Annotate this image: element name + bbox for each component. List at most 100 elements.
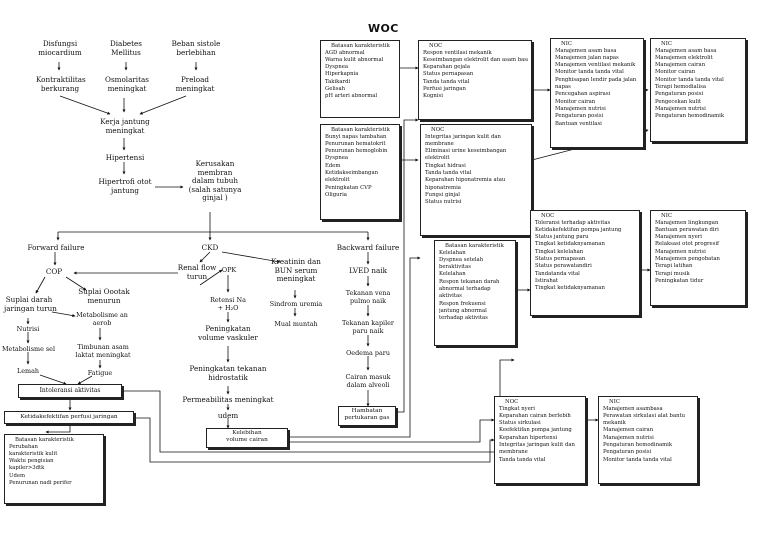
list-item: Monitor cairan: [555, 98, 596, 105]
list-item: Pengaturan posisi: [603, 449, 652, 456]
list-item: Manajemen nyeri: [655, 234, 702, 241]
list-item: Manajemen lingkungan: [655, 219, 719, 226]
list-item: Status perawatandiri: [535, 263, 592, 270]
list-item: Manajemen cairan: [655, 62, 706, 69]
list-item: Keseimbangan elektrolit dan asam basa: [423, 56, 528, 63]
list-item: membrane: [425, 140, 454, 147]
list-item: AGD abnormal: [325, 49, 365, 56]
list-item: Tanda tanda vital: [423, 78, 470, 85]
node-fatigue: Fatigue: [87, 369, 113, 377]
node-tekanan-vena: Tekanan vena pulmo naik: [345, 289, 391, 305]
node-timbunan: Timbunan asam laktat meningkat: [75, 343, 131, 359]
noc-box-gas-list: Respon ventilasi mekanik Keseimbangan el…: [423, 50, 528, 101]
list-item: Status pernapasan: [535, 256, 586, 263]
bk-box-aktivitas-heading: Batasan karakteristik: [445, 243, 504, 249]
bk-box-cairan: Batasan karakteristik Bunyi napas tambah…: [320, 124, 400, 220]
node-lemah: Lemah: [16, 367, 39, 375]
cause-disfungsi: Disfungsi miocardium: [38, 39, 82, 57]
node-forward-failure: Forward failure: [27, 243, 85, 252]
list-item: Penurunan hematokrit: [325, 140, 386, 147]
node-volume-vaskuler: Peningkatan volume vaskuler: [198, 324, 258, 342]
bk-box-perfusi: Batasan karakteristik Perubahan karakter…: [4, 434, 104, 504]
list-item: Status jantung paru: [535, 234, 589, 241]
list-item: Manajemen pengobatan: [655, 256, 720, 263]
list-item: Integritas jaringan kulit dan: [499, 442, 575, 449]
nic-box-gas: NIC Manajemen asam basa Manajemen jalan …: [550, 38, 644, 148]
list-item: Ketidakseimbangan: [325, 170, 379, 177]
node-opk: OPK: [221, 266, 237, 274]
list-item: Fungsi ginjal: [425, 191, 460, 198]
diagnosis-intoleransi-label: Intoleransi aktivitas: [39, 387, 101, 394]
list-item: Manajemen asam basa: [555, 47, 617, 54]
node-nutrisi: Nutrisi: [16, 325, 40, 333]
list-item: Bantuan perawatan diri: [655, 226, 719, 233]
list-item: Edem: [325, 162, 341, 169]
bk-box-gas: Batasan karakteristik AGD abnormal Warna…: [320, 40, 400, 118]
list-item: Hiperkapnia: [325, 71, 359, 78]
list-item: Penurunan hemoglobin: [325, 148, 388, 155]
node-renal-flow: Renal flow turun: [177, 263, 217, 281]
node-permeabilitas: Permeabilitas meningkat: [182, 395, 274, 404]
noc-box-aktivitas: NOC Toleransi terhadap aktivitas Ketidak…: [530, 210, 640, 316]
bk-box-aktivitas-list: Kelelahan Dyspnea setelah beraktivitas K…: [439, 250, 512, 323]
nic-box-cairan-list: Manajemen asam basa Manajemen elektrolit…: [655, 48, 742, 121]
list-item: Keparahan gejala: [423, 64, 471, 71]
nic-box-aktivitas-heading: NIC: [661, 213, 672, 219]
list-item: Waktu pengisian: [9, 458, 54, 465]
nic-box-aktivitas-list: Manajemen lingkungan Bantuan perawatan d…: [655, 220, 742, 286]
node-hipertensi: Hipertensi: [105, 153, 145, 162]
list-item: Ketidakefektifan pompa jantung: [535, 226, 622, 233]
list-item: karakteristik kulit: [9, 450, 58, 457]
nic-box-perfusi: NIC Manajemen asambasa Perawatan sirkula…: [598, 396, 698, 484]
list-item: Peningkatan tidur: [655, 277, 704, 284]
list-item: Kelelahan: [439, 271, 466, 278]
list-item: Kognisi: [423, 93, 443, 100]
list-item: Bantuan ventilasi: [555, 120, 602, 127]
nic-box-perfusi-heading: NIC: [609, 399, 620, 405]
list-item: Tingkat ketidaknyamanan: [535, 241, 605, 248]
list-item: Pengaturan posisi: [655, 91, 704, 98]
list-item: mekanik: [603, 420, 626, 427]
list-item: Bunyi napas tambahan: [325, 133, 387, 140]
list-item: Relaksasi otot progresif: [655, 241, 720, 248]
bk-box-cairan-heading: Batasan karakteristik: [331, 127, 390, 133]
list-item: Tanda tanda vital: [425, 170, 472, 177]
node-kerusakan: Kerusakan membran dalam tubuh (salah sat…: [188, 159, 242, 202]
diagnosis-perfusi-box: Ketidakefektifan perfusi jaringan: [4, 411, 134, 424]
diagnosis-kelebihan-cairan-label: Kelebihan volume cairan: [226, 430, 268, 444]
bk-box-gas-list: AGD abnormal Warna kulit abnormal Dyspne…: [325, 50, 396, 101]
noc-box-gas-heading: NOC: [429, 43, 443, 49]
diagnosis-hambatan-gas-box: Hambatan pertukaran gas: [338, 406, 396, 426]
noc-box-perfusi: NOC Tingkat nyeri Keparahan cairan berle…: [494, 396, 586, 484]
list-item: Manajemen asam basa: [655, 47, 717, 54]
list-item: Perubahan: [9, 443, 38, 450]
effect-osmolaritas: Osmolaritas meningkat: [105, 75, 149, 93]
noc-box-aktivitas-list: Toleransi terhadap aktivitas Ketidakefek…: [535, 220, 636, 293]
list-item: Respon tekanan darah: [439, 278, 500, 285]
list-item: Pengaturan posisi: [555, 113, 604, 120]
list-item: Terapi musik: [655, 270, 690, 277]
list-item: pH arteri abnormal: [325, 93, 378, 100]
list-item: Takikardi: [325, 78, 351, 85]
node-tekanan-kapiler: Tekanan kapiler paru naik: [341, 319, 394, 335]
list-item: Warna kulit abnormal: [325, 56, 384, 63]
list-item: Manajemen asambasa: [603, 405, 663, 412]
node-suplai-darah: Suplai darah jaringan turun: [4, 295, 57, 313]
list-item: Keefektifan pompa jantung: [499, 427, 572, 434]
list-item: beraktivitas: [439, 264, 471, 271]
list-item: Toleransi terhadap aktivitas: [535, 219, 611, 226]
list-item: napas: [555, 84, 571, 91]
nic-box-aktivitas: NIC Manajemen lingkungan Bantuan perawat…: [650, 210, 746, 306]
diagram-title: WOC: [368, 22, 399, 35]
list-item: Keparahan hiponatremia atau: [425, 177, 506, 184]
list-item: Gelisah: [325, 86, 346, 93]
list-item: Integritas jaringan kulit dan: [425, 133, 501, 140]
node-cop: COP: [45, 267, 63, 276]
cause-diabetes: Diabetes Mellitus: [109, 39, 143, 57]
list-item: Tandatanda vital: [535, 270, 580, 277]
noc-box-cairan-list: Integritas jaringan kulit dan membrane E…: [425, 134, 528, 207]
list-item: kapiler>3dtk: [9, 465, 45, 472]
nic-box-gas-list: Manajemen asam basa Manajemen jalan napa…: [555, 48, 640, 128]
node-metabolisme-anaerob: Metabolisme an aerob: [76, 311, 128, 327]
list-item: Respon frekuensi: [439, 300, 486, 307]
